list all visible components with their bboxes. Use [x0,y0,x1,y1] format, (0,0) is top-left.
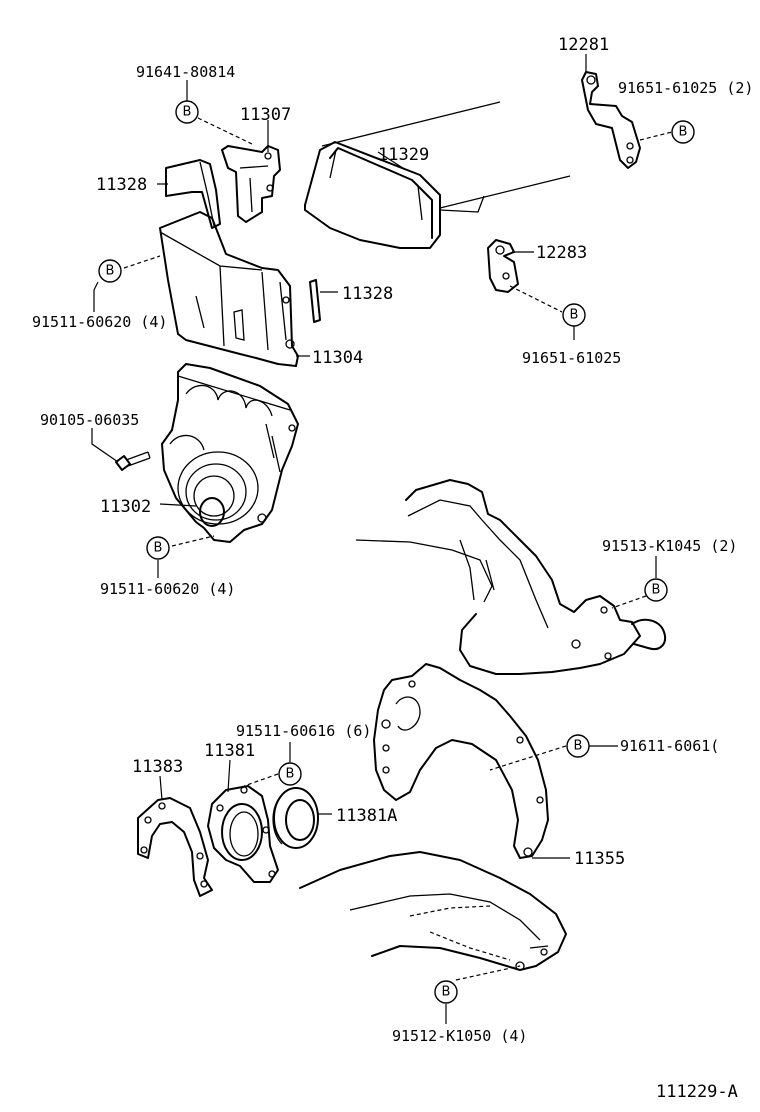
badge-b-2: B [671,120,695,144]
label-12283: 12283 [536,243,587,263]
badge-b-8: B [278,762,302,786]
part-11328-straight-seal [309,279,321,323]
label-12281: 12281 [558,35,609,55]
part-11355-end-plate [373,663,549,859]
label-11302: 11302 [100,497,151,517]
label-11381: 11381 [204,741,255,761]
part-engine-block-outline [355,479,666,675]
part-11307-bracket [221,145,281,223]
badge-b-6: B [644,578,668,602]
part-11304-timing-belt-cover [159,211,299,367]
svg-text:B: B [570,308,579,323]
label-11329: 11329 [378,145,429,165]
part-12281-engine-hanger [581,71,641,169]
label-91512-k1050-4: 91512-K1050 (4) [392,1027,527,1045]
svg-text:B: B [106,264,115,279]
label-91611-60610: 91611-6061( [620,737,719,755]
label-91651-61025-2: 91651-61025 (2) [618,79,753,97]
part-90105-bolt [115,451,151,471]
label-91641-80814: 91641-80814 [136,63,235,81]
part-11381a-oil-seal [272,787,319,849]
svg-text:B: B [154,541,163,556]
svg-text:B: B [286,767,295,782]
badge-b-1: B [175,100,199,124]
label-11383: 11383 [132,757,183,777]
label-11381a: 11381A [336,806,397,826]
badge-b-9: B [434,980,458,1004]
svg-text:B: B [574,739,583,754]
label-11355: 11355 [574,849,625,869]
label-11307: 11307 [240,105,291,125]
label-11328-seal: 11328 [342,284,393,304]
label-91511-60620-4-upper: 91511-60620 (4) [32,313,167,331]
label-11304: 11304 [312,348,363,368]
label-91513-k1045-2: 91513-K1045 (2) [602,537,737,555]
part-11381-seal-retainer [207,785,279,883]
label-91511-60616-6: 91511-60616 (6) [236,722,371,740]
part-lower-block-outline [299,851,567,971]
svg-text:B: B [652,583,661,598]
svg-text:B: B [442,985,451,1000]
badge-b-5: B [146,536,170,560]
figure-id: 111229-A [656,1082,738,1102]
svg-text:B: B [183,105,192,120]
label-90105-06035: 90105-06035 [40,411,139,429]
label-91511-60620-4-lower: 91511-60620 (4) [100,580,235,598]
svg-text:B: B [679,125,688,140]
badge-b-3: B [98,259,122,283]
part-12283-engine-hanger [487,239,519,293]
badge-b-7: B [566,734,590,758]
part-11383-retainer-gasket [137,797,213,897]
part-11302-timing-gear-case [161,363,299,543]
leader-lines [91,54,673,1024]
part-11329-cover-gasket [304,101,571,249]
label-91651-61025: 91651-61025 [522,349,621,367]
label-11328-upper: 11328 [96,175,147,195]
badge-b-4: B [562,303,586,327]
